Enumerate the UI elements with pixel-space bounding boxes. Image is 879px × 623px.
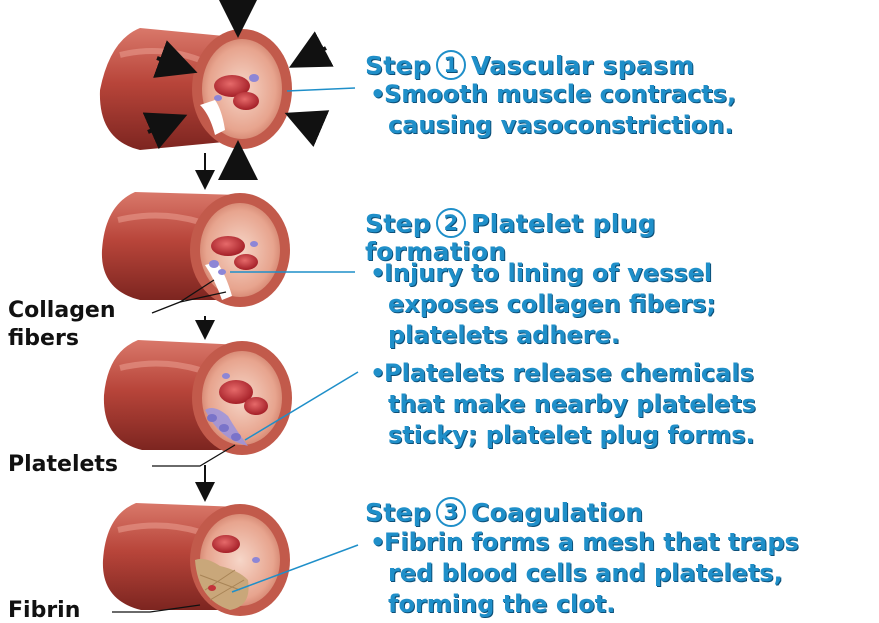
bullet-line: that make nearby platelets xyxy=(370,389,756,420)
vessel-step3-platelet-plug xyxy=(104,340,358,466)
vessel-step1 xyxy=(100,28,355,150)
bullet-line: platelets adhere. xyxy=(370,320,716,351)
step-title-text: Vascular spasm xyxy=(471,51,695,80)
step-title-text: Platelet plug xyxy=(471,209,656,238)
bullet-line: sticky; platelet plug forms. xyxy=(370,420,756,451)
step-2-bullet-2: •Platelets release chemicals that make n… xyxy=(370,358,756,451)
bullet-line: Injury to lining of vessel xyxy=(384,259,712,287)
bullet-line: Platelets release chemicals xyxy=(384,359,754,387)
bullet-line: Fibrin forms a mesh that traps xyxy=(384,528,799,556)
step-number-badge: 3 xyxy=(436,497,466,527)
step-title-text: Coagulation xyxy=(471,498,643,527)
step-number-badge: 2 xyxy=(436,208,466,238)
step-prefix: Step xyxy=(365,498,431,527)
step-1-bullet: •Smooth muscle contracts, causing vasoco… xyxy=(370,79,736,141)
platelets-label: Platelets xyxy=(8,452,118,477)
step-prefix: Step xyxy=(365,209,431,238)
vessel-step2 xyxy=(102,192,355,313)
step-3-bullet: •Fibrin forms a mesh that traps red bloo… xyxy=(370,527,799,620)
bullet-line: causing vasoconstriction. xyxy=(370,110,736,141)
bullet-line: Smooth muscle contracts, xyxy=(384,80,736,108)
vessel-step4-clot xyxy=(103,503,358,616)
step-prefix: Step xyxy=(365,51,431,80)
collagen-fibers-label-line2: fibers xyxy=(8,326,79,351)
bullet-line: forming the clot. xyxy=(370,589,799,620)
bullet-line: exposes collagen fibers; xyxy=(370,289,716,320)
fibrin-label: Fibrin xyxy=(8,598,80,623)
collagen-fibers-label-line1: Collagen xyxy=(8,298,116,323)
step-number-badge: 1 xyxy=(436,50,466,80)
bullet-line: red blood cells and platelets, xyxy=(370,558,799,589)
step-2-bullet-1: •Injury to lining of vessel exposes coll… xyxy=(370,258,716,351)
